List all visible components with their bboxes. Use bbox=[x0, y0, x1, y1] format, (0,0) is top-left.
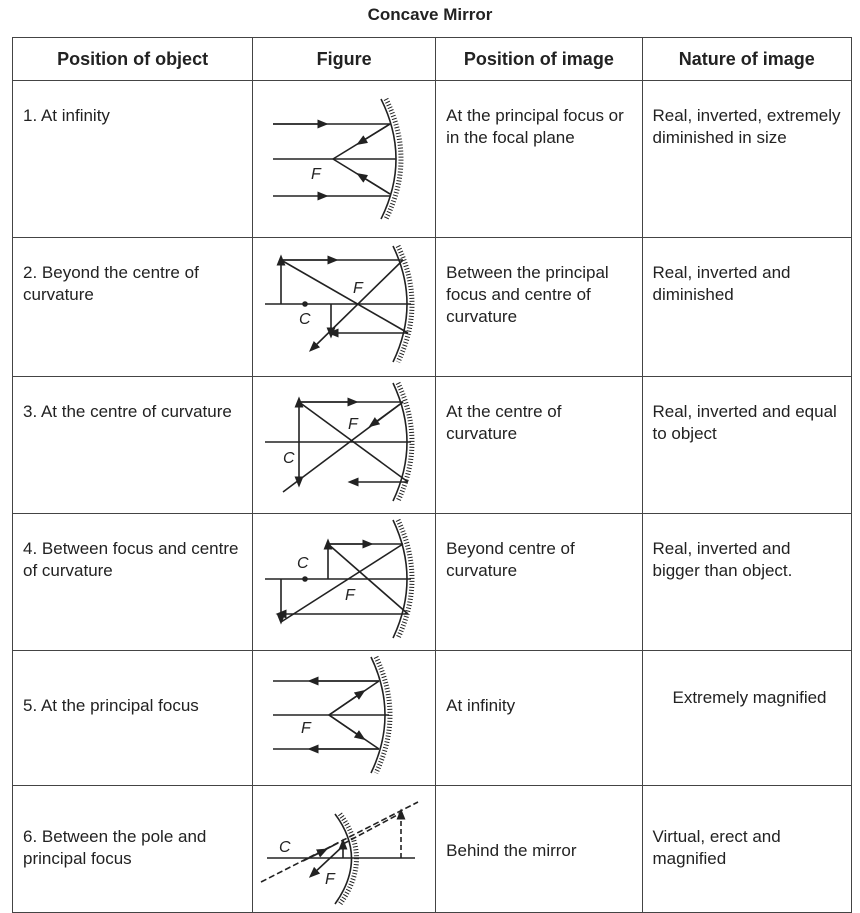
centre-label: C bbox=[297, 555, 309, 572]
image-position: At infinity bbox=[435, 650, 643, 786]
image-position: At the principal focus or in the focal p… bbox=[435, 80, 643, 238]
ray-diagram: C F bbox=[265, 518, 415, 640]
image-nature: Virtual, erect and magnified bbox=[641, 785, 852, 913]
image-nature: Extremely magnified bbox=[641, 650, 852, 786]
object-position: 4. Between focus and centre of curvature bbox=[11, 513, 254, 651]
focus-label: F bbox=[311, 166, 322, 183]
image-nature: Real, inverted and equal to object bbox=[641, 376, 852, 514]
ray-diagram: C F bbox=[260, 801, 419, 906]
image-nature: Real, inverted and diminished bbox=[641, 237, 852, 377]
focus-label: F bbox=[345, 587, 356, 604]
image-nature: Real, inverted, extremely diminished in … bbox=[641, 80, 852, 238]
object-position: 6. Between the pole and principal focus bbox=[11, 785, 254, 913]
image-position: At the centre of curvature bbox=[435, 376, 643, 514]
focus-label: F bbox=[353, 280, 364, 297]
page-title: Concave Mirror bbox=[367, 5, 493, 24]
image-nature: Real, inverted and bigger than object. bbox=[641, 513, 852, 651]
image-position: Beyond centre of curvature bbox=[435, 513, 643, 651]
concave-mirror-table: Position of object Figure Position of im… bbox=[11, 37, 852, 913]
table-row: 6. Between the pole and principal focus … bbox=[11, 785, 852, 913]
focus-label: F bbox=[325, 871, 336, 888]
image-position: Behind the mirror bbox=[435, 785, 643, 913]
header-figure: Figure bbox=[252, 37, 437, 81]
ray-diagram: F bbox=[273, 655, 393, 775]
table-row: 4. Between focus and centre of curvature… bbox=[11, 513, 852, 651]
centre-label: C bbox=[279, 839, 291, 856]
centre-label: C bbox=[299, 311, 311, 328]
object-position: 2. Beyond the centre of curvature bbox=[11, 237, 254, 377]
table-row: 3. At the centre of curvature F C At the… bbox=[11, 376, 852, 514]
focus-label: F bbox=[348, 416, 359, 433]
table-row: 5. At the principal focus F At infinity … bbox=[11, 650, 852, 786]
object-position: 3. At the centre of curvature bbox=[11, 376, 254, 514]
object-position: 5. At the principal focus bbox=[11, 650, 254, 786]
ray-diagram: F bbox=[273, 97, 404, 221]
focus-label: F bbox=[301, 720, 312, 737]
header-nature: Nature of image bbox=[641, 37, 852, 81]
header-object: Position of object bbox=[11, 37, 254, 81]
ray-diagram: F C bbox=[265, 244, 415, 364]
table-row: 2. Beyond the centre of curvature F C Be… bbox=[11, 237, 852, 377]
ray-diagram: F C bbox=[265, 381, 415, 503]
header-row: Position of object Figure Position of im… bbox=[11, 37, 852, 81]
table-row: 1. At infinity F At the principal focus … bbox=[11, 80, 852, 238]
image-position: Between the principal focus and centre o… bbox=[435, 237, 643, 377]
object-position: 1. At infinity bbox=[11, 80, 254, 238]
header-image-position: Position of image bbox=[435, 37, 643, 81]
centre-label: C bbox=[283, 450, 295, 467]
